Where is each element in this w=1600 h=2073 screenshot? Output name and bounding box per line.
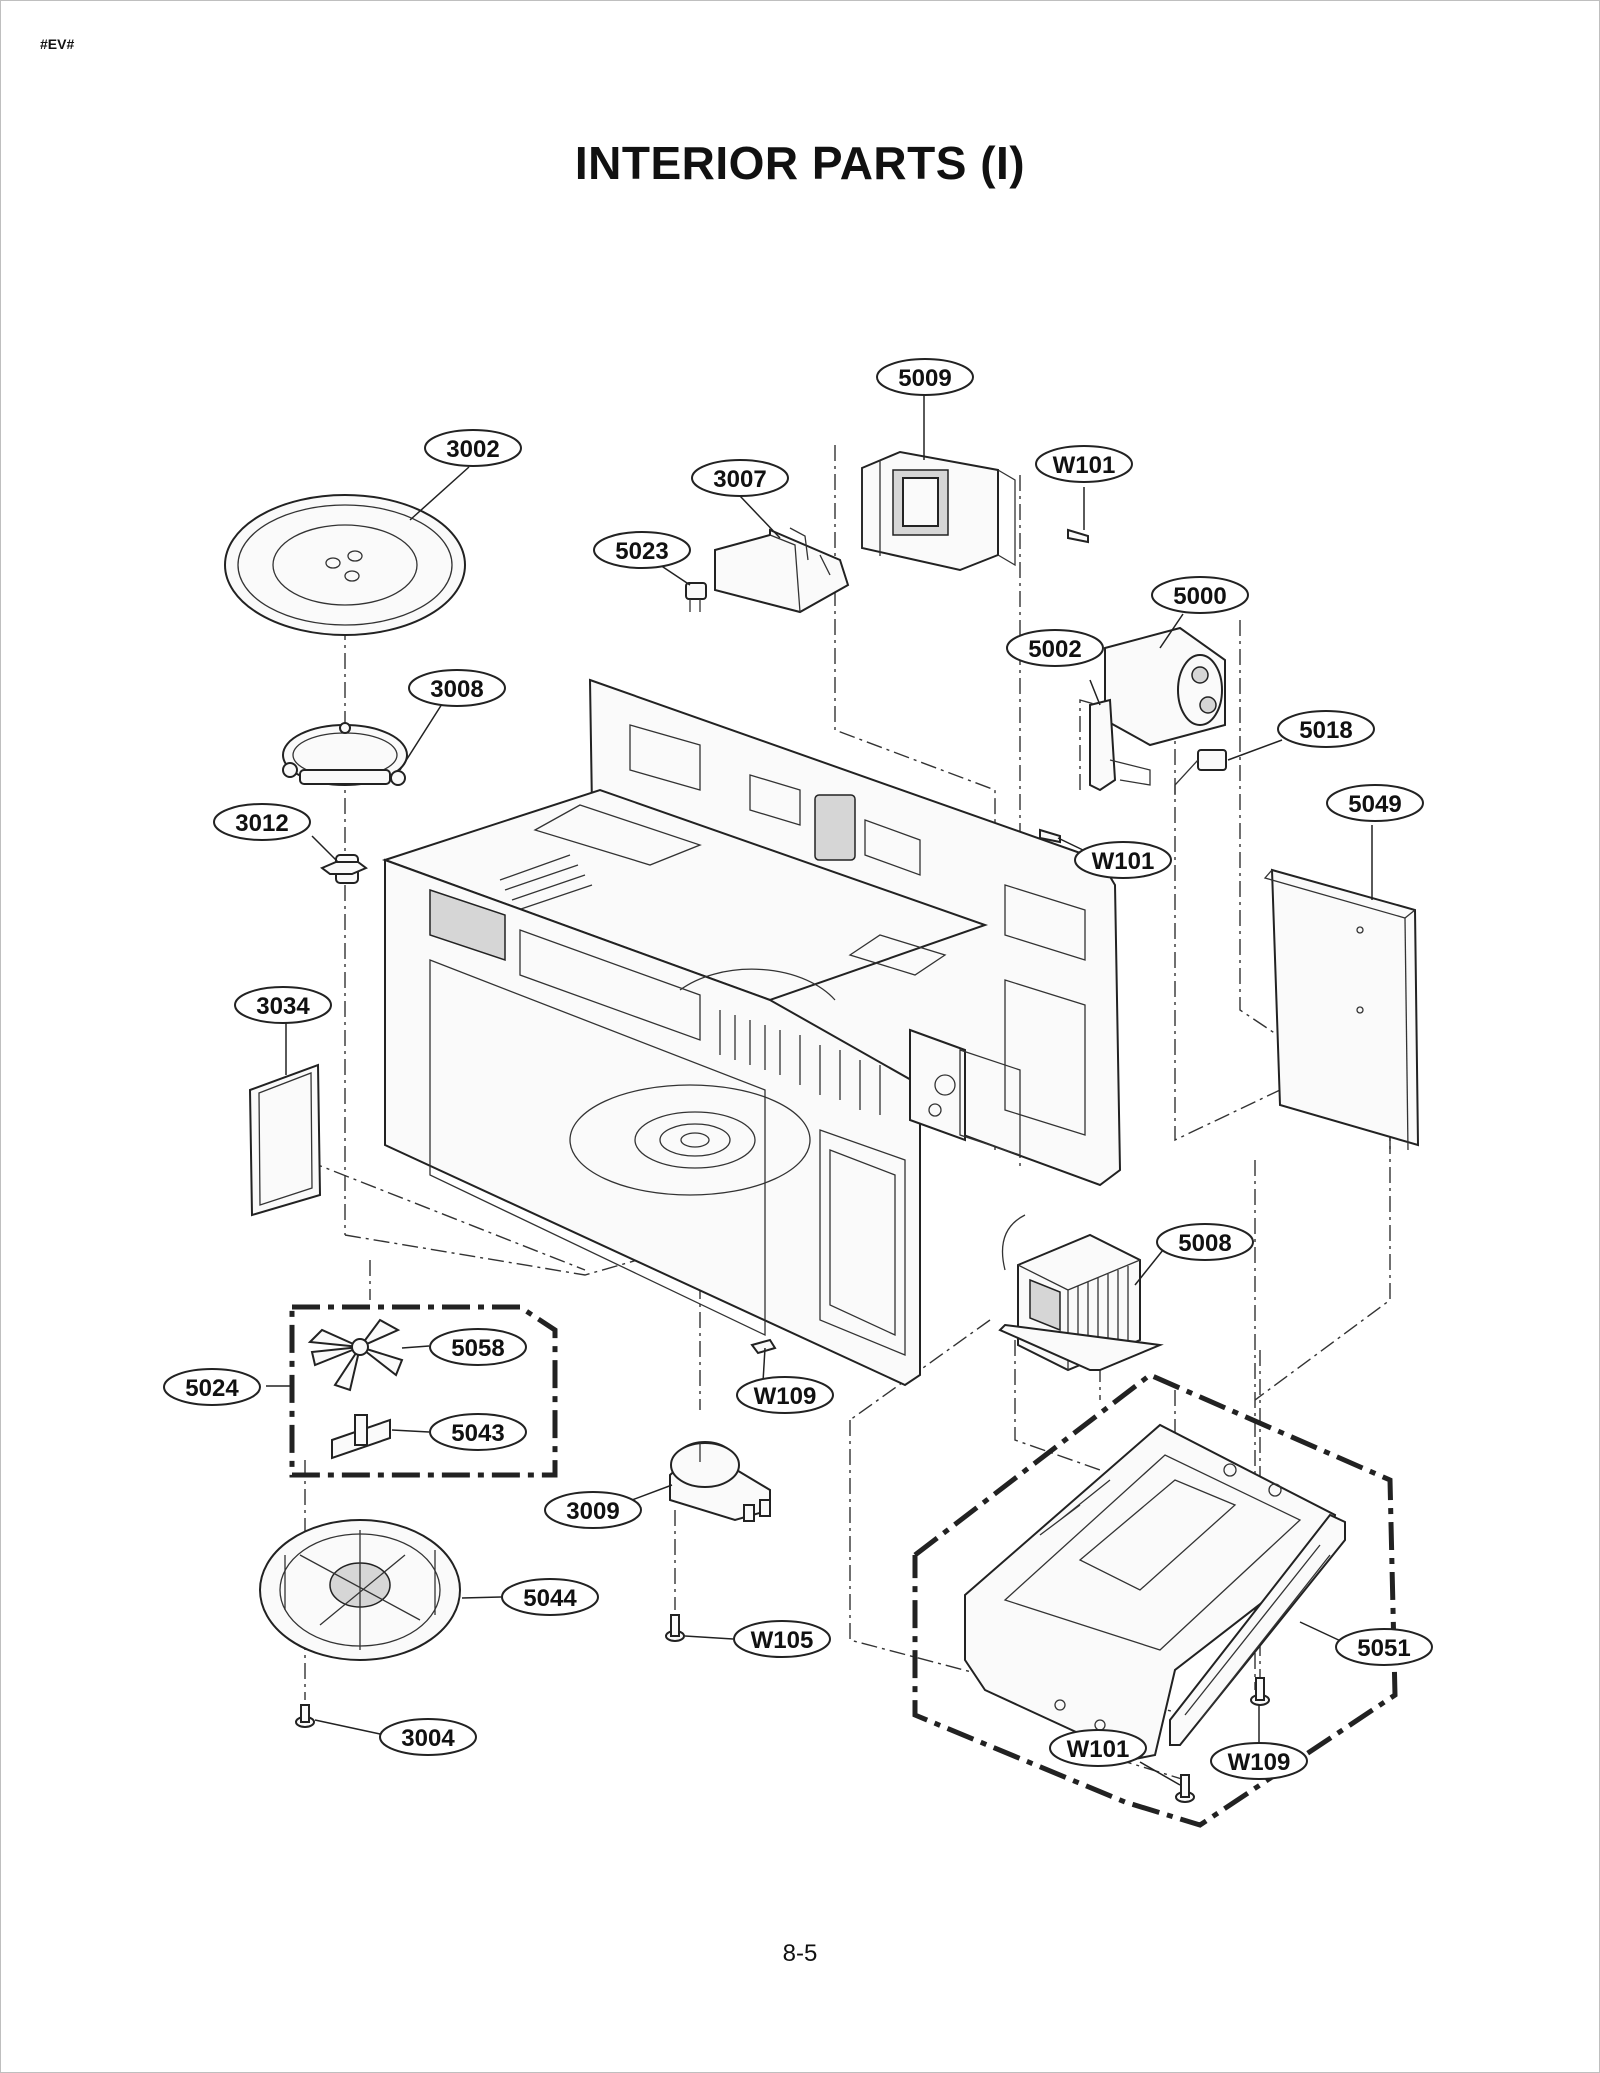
- callout-w101-bottom: W101: [1049, 1729, 1147, 1767]
- svg-text:3034: 3034: [256, 993, 310, 1020]
- glass-tray-part: [224, 494, 466, 636]
- callout-5024: 5024: [163, 1368, 261, 1406]
- callout-5000: 5000: [1151, 576, 1249, 614]
- svg-text:5044: 5044: [523, 1585, 577, 1612]
- capacitor-bracket-part: [1089, 698, 1151, 792]
- thermostat-part: [685, 582, 707, 612]
- svg-text:5023: 5023: [615, 538, 668, 565]
- callout-3012: 3012: [213, 803, 311, 841]
- fan-group-outline: [289, 1304, 558, 1478]
- callout-w101-top: W101: [1035, 445, 1133, 483]
- screws: [295, 528, 1270, 1803]
- fan-motor-part: [331, 1414, 391, 1460]
- screw-w101-bottom: [1175, 1774, 1195, 1803]
- screw-3004: [295, 1704, 315, 1728]
- page-title: INTERIOR PARTS (I): [574, 137, 1026, 189]
- callout-w109-mid: W109: [736, 1376, 834, 1414]
- capacitor-part: [1104, 626, 1226, 747]
- svg-text:W109: W109: [1228, 1749, 1291, 1776]
- screw-w109-mid: [750, 1338, 777, 1355]
- callout-5023: 5023: [593, 531, 691, 569]
- callout-bubbles: 5009 3002 3007 W101 5023 5000 5002 3008 …: [163, 358, 1433, 1780]
- svg-text:3008: 3008: [430, 676, 483, 703]
- filter-rail-part: [1169, 1513, 1346, 1746]
- svg-text:3007: 3007: [713, 466, 766, 493]
- roller-ring-part: [282, 722, 408, 786]
- fan-orifice-part: [259, 1519, 461, 1661]
- svg-text:W101: W101: [1053, 452, 1116, 479]
- callout-5058: 5058: [429, 1328, 527, 1366]
- svg-text:W101: W101: [1067, 1736, 1130, 1763]
- screw-w101-mid: [1039, 828, 1061, 844]
- svg-text:5002: 5002: [1028, 636, 1081, 663]
- turntable-motor-part: [669, 1441, 771, 1522]
- callout-5049: 5049: [1326, 784, 1424, 822]
- svg-text:5009: 5009: [898, 365, 951, 392]
- svg-text:W105: W105: [751, 1627, 814, 1654]
- callout-5044: 5044: [501, 1578, 599, 1616]
- diode-part: [1174, 749, 1227, 795]
- svg-text:5049: 5049: [1348, 791, 1401, 818]
- callout-5018: 5018: [1277, 710, 1375, 748]
- screw-w101-top: [1067, 528, 1089, 544]
- svg-text:5051: 5051: [1357, 1635, 1410, 1662]
- svg-text:5058: 5058: [451, 1335, 504, 1362]
- callout-5009: 5009: [876, 358, 974, 396]
- hv-transformer-part: [998, 1214, 1164, 1372]
- lamination-lines: [1077, 1266, 1129, 1366]
- waveguide-cover-part: [248, 1063, 322, 1217]
- oven-cavity-part: [381, 678, 1122, 1387]
- callout-w105: W105: [733, 1620, 831, 1658]
- callout-3008: 3008: [408, 669, 506, 707]
- leader-lines: [266, 395, 1373, 1786]
- svg-text:3002: 3002: [446, 436, 499, 463]
- callout-3004: 3004: [379, 1718, 477, 1756]
- callout-w109-bottom: W109: [1210, 1742, 1308, 1780]
- callout-5002: 5002: [1006, 629, 1104, 667]
- svg-text:5043: 5043: [451, 1420, 504, 1447]
- document-code: #EV#: [40, 36, 75, 52]
- magnetron-part: [861, 450, 1016, 572]
- svg-text:5018: 5018: [1299, 717, 1352, 744]
- svg-text:3012: 3012: [235, 810, 288, 837]
- coupler-part: [320, 854, 368, 884]
- side-plate-part: [1263, 868, 1420, 1151]
- screw-w109-bottom: [1250, 1677, 1270, 1706]
- fan-blade-part: [307, 1318, 404, 1392]
- callout-5008: 5008: [1156, 1223, 1254, 1261]
- svg-text:5024: 5024: [185, 1375, 239, 1402]
- page-number: 8-5: [782, 1940, 818, 1967]
- svg-text:W101: W101: [1092, 848, 1155, 875]
- base-plate-part: [964, 1423, 1337, 1762]
- svg-text:3004: 3004: [401, 1725, 455, 1752]
- svg-text:5000: 5000: [1173, 583, 1226, 610]
- screw-w105: [665, 1614, 685, 1642]
- callout-3007: 3007: [691, 459, 789, 497]
- callout-3009: 3009: [544, 1491, 642, 1529]
- callout-5051: 5051: [1335, 1628, 1433, 1666]
- callout-5043: 5043: [429, 1413, 527, 1451]
- callout-3034: 3034: [234, 986, 332, 1024]
- svg-text:5008: 5008: [1178, 1230, 1231, 1257]
- callout-3002: 3002: [424, 429, 522, 467]
- svg-text:W109: W109: [754, 1383, 817, 1410]
- air-guide-part: [714, 527, 850, 614]
- svg-text:3009: 3009: [566, 1498, 619, 1525]
- callout-w101-mid: W101: [1074, 841, 1172, 879]
